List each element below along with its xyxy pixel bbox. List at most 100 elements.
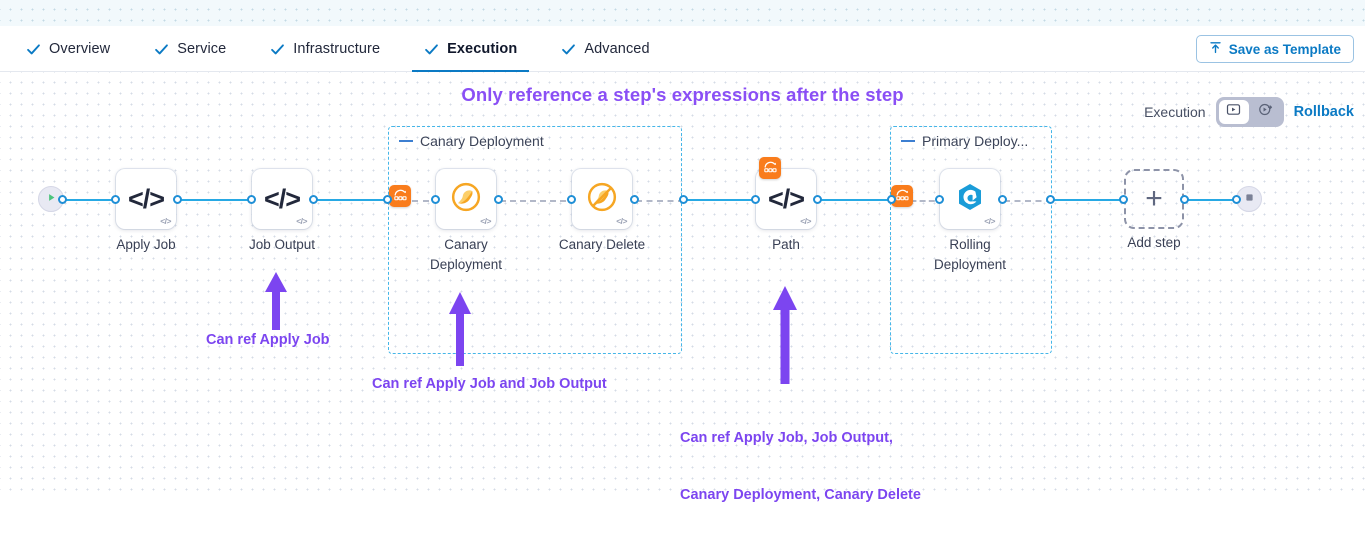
port-path-in[interactable] xyxy=(751,195,760,204)
port-add-step-in[interactable] xyxy=(1119,195,1128,204)
link-job-output-to-canary-group xyxy=(312,198,390,201)
save-as-template-button[interactable]: Save as Template xyxy=(1195,35,1354,63)
collapse-dash-icon[interactable] xyxy=(399,140,413,142)
port-add-step-out[interactable] xyxy=(1180,195,1189,204)
link-canary-deployment-to-delete xyxy=(500,199,576,202)
canvas-top-grid-strip xyxy=(0,0,1365,26)
link-apply-job-to-job-output xyxy=(178,198,256,201)
add-step-button[interactable]: + xyxy=(1124,169,1184,229)
port-end-in[interactable] xyxy=(1232,195,1241,204)
code-icon: </> xyxy=(127,183,165,214)
annotation-path-line2: Canary Deployment, Canary Delete xyxy=(680,487,921,503)
annotation-canary-deployment: Can ref Apply Job and Job Output xyxy=(372,376,607,392)
tab-advanced[interactable]: Advanced xyxy=(549,26,661,72)
check-icon xyxy=(154,42,169,57)
port-job-output-out[interactable] xyxy=(309,195,318,204)
rolling-swirl-icon xyxy=(954,181,986,218)
port-path-out[interactable] xyxy=(813,195,822,204)
step-node-rolling-deployment-label-line2: Deployment xyxy=(933,257,1007,272)
tab-advanced-label: Advanced xyxy=(584,41,650,57)
tab-overview-label: Overview xyxy=(49,41,111,57)
port-job-output-in[interactable] xyxy=(247,195,256,204)
port-primary-group-in[interactable] xyxy=(887,195,896,204)
link-canary-group-entry xyxy=(390,199,440,202)
execution-mode-switch: Execution Rol xyxy=(1144,97,1354,127)
canary-deployment-group-header[interactable]: Canary Deployment xyxy=(399,133,544,149)
collapse-dash-icon[interactable] xyxy=(901,140,915,142)
step-node-canary-deployment[interactable]: </> xyxy=(436,169,496,229)
execution-mode-label: Execution xyxy=(1144,104,1206,120)
code-badge-icon: </> xyxy=(160,216,171,226)
link-primary-group-entry xyxy=(892,199,944,202)
port-apply-job-in[interactable] xyxy=(111,195,120,204)
port-start-out[interactable] xyxy=(58,195,67,204)
port-apply-job-out[interactable] xyxy=(173,195,182,204)
rollback-circle-icon xyxy=(1258,102,1273,122)
step-node-canary-deployment-label: Canary Deployment xyxy=(396,235,536,275)
mode-segmented-control[interactable] xyxy=(1215,97,1284,127)
check-icon xyxy=(561,42,576,57)
stop-square-icon xyxy=(1244,190,1255,208)
step-node-rolling-deployment-label: Rolling Deployment xyxy=(900,235,1040,275)
pipeline-canvas[interactable]: Only reference a step's expressions afte… xyxy=(0,72,1365,503)
port-canary-delete-in[interactable] xyxy=(567,195,576,204)
port-primary-group-out[interactable] xyxy=(1046,195,1055,204)
primary-deployment-group-header[interactable]: Primary Deploy... xyxy=(901,133,1028,149)
canary-deployment-group-title: Canary Deployment xyxy=(420,133,544,149)
link-canary-group-to-path xyxy=(682,198,760,201)
tab-list: Overview Service Infrastructure Executio… xyxy=(14,26,682,73)
step-node-path-label: Path xyxy=(772,237,800,252)
port-rolling-deployment-out[interactable] xyxy=(998,195,1007,204)
annotation-path-line1: Can ref Apply Job, Job Output, xyxy=(680,430,893,446)
execution-mode-button[interactable] xyxy=(1218,100,1249,124)
code-badge-icon: </> xyxy=(296,216,307,226)
code-badge-icon: </> xyxy=(984,216,995,226)
step-node-job-output[interactable]: </> </> xyxy=(252,169,312,229)
link-primary-group-to-add-step xyxy=(1048,198,1126,201)
tab-infrastructure[interactable]: Infrastructure xyxy=(258,26,392,72)
step-node-canary-delete[interactable]: </> xyxy=(572,169,632,229)
code-icon: </> xyxy=(767,183,805,214)
step-node-canary-delete-label: Canary Delete xyxy=(558,237,646,252)
upload-icon xyxy=(1209,41,1222,57)
tab-service[interactable]: Service xyxy=(142,26,238,72)
add-step-label: Add step xyxy=(1127,235,1181,250)
tab-overview[interactable]: Overview xyxy=(14,26,122,72)
plus-icon: + xyxy=(1145,182,1163,215)
code-icon: </> xyxy=(263,183,301,214)
step-node-path[interactable]: </> </> xyxy=(756,169,816,229)
canary-bird-delete-icon xyxy=(585,180,619,219)
annotation-arrow-apply-job xyxy=(262,270,290,337)
page-headline: Only reference a step's expressions afte… xyxy=(461,84,904,105)
primary-deployment-group[interactable]: Primary Deploy... xyxy=(890,126,1052,354)
port-canary-group-in[interactable] xyxy=(383,195,392,204)
check-icon xyxy=(270,42,285,57)
port-canary-deployment-out[interactable] xyxy=(494,195,503,204)
port-canary-delete-out[interactable] xyxy=(630,195,639,204)
primary-group-step-group-icon xyxy=(891,185,913,207)
link-start-to-apply-job xyxy=(62,198,120,201)
step-node-apply-job[interactable]: </> </> xyxy=(116,169,176,229)
port-rolling-deployment-in[interactable] xyxy=(935,195,944,204)
primary-deployment-group-title: Primary Deploy... xyxy=(922,133,1029,149)
rollback-link[interactable]: Rollback xyxy=(1293,104,1354,120)
play-box-icon xyxy=(1226,102,1241,122)
port-canary-deployment-in[interactable] xyxy=(431,195,440,204)
tab-infrastructure-label: Infrastructure xyxy=(293,41,381,57)
annotation-arrow-canary-deployment xyxy=(446,290,474,373)
code-badge-icon: </> xyxy=(616,216,627,226)
tab-execution-label: Execution xyxy=(447,41,518,57)
canary-deployment-group[interactable]: Canary Deployment xyxy=(388,126,682,354)
link-path-to-primary-group xyxy=(816,198,894,201)
port-canary-group-out[interactable] xyxy=(679,195,688,204)
code-badge-icon: </> xyxy=(480,216,491,226)
check-icon xyxy=(424,42,439,57)
tab-execution[interactable]: Execution xyxy=(412,26,530,73)
save-as-template-label: Save as Template xyxy=(1228,41,1341,57)
step-node-rolling-deployment[interactable]: </> xyxy=(940,169,1000,229)
pipeline-graph: Canary Deployment Primary Deploy... xyxy=(0,72,1365,503)
step-node-apply-job-label: Apply Job xyxy=(116,237,176,252)
step-node-rolling-deployment-label-line1: Rolling xyxy=(949,237,991,252)
rollback-mode-button[interactable] xyxy=(1251,100,1281,124)
link-canary-group-exit xyxy=(636,199,684,202)
